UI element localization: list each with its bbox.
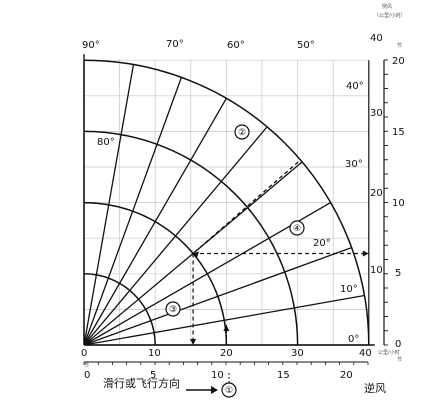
speed-arcs <box>83 59 370 346</box>
right-tick-40: 40 <box>370 33 383 44</box>
angle-label-90: 90° <box>82 40 100 51</box>
crosswind-unit: （公里/小时） <box>374 12 406 19</box>
marker-4: ④ <box>289 220 305 236</box>
marker-3: ③ <box>165 301 181 317</box>
bottom-knot-tick-0: 0 <box>84 370 90 381</box>
example-headwind-arrow <box>190 339 197 345</box>
svg-text:③: ③ <box>169 305 177 315</box>
bottom-tick-0: 0 <box>81 348 87 359</box>
bottom-tick-40: 40 <box>359 348 372 359</box>
headwind-unit: 公里/小时 <box>378 349 400 356</box>
angle-ray-50 <box>83 126 268 346</box>
speed-arc-40 <box>83 59 370 346</box>
bottom-knot-tick-15: 15 <box>277 370 290 381</box>
svg-text:④: ④ <box>293 224 301 234</box>
headwind-label: 逆风 <box>364 381 386 395</box>
svg-text:②: ② <box>238 128 246 138</box>
right-top-knot-label: 节 <box>397 43 402 49</box>
marker-2: ② <box>234 124 250 140</box>
angle-label-50: 50° <box>297 40 315 51</box>
marker-1: ① <box>221 382 237 398</box>
example-ray-path <box>192 161 299 254</box>
right-knot-tick-15: 15 <box>392 127 405 138</box>
bottom-knot-tick-5: 5 <box>150 370 156 381</box>
angle-label-40: 40° <box>346 81 364 92</box>
direction-label: 滑行或飞行方向 <box>103 376 180 390</box>
example-point-arrow <box>193 251 200 258</box>
angle-label-0: 0° <box>348 334 359 345</box>
angle-ray-80 <box>83 64 135 346</box>
angle-label-30: 30° <box>345 159 363 170</box>
right-knot-tick-5: 5 <box>395 268 401 279</box>
bottom-tick-30: 30 <box>291 348 304 359</box>
example-crosswind-arrow <box>362 250 369 257</box>
angle-label-70: 70° <box>166 39 184 50</box>
bottom-knot-tick-10: 10 <box>211 370 224 381</box>
angle-label-80: 80° <box>97 137 115 148</box>
right-tick-20: 20 <box>370 188 383 199</box>
bottom-tick-20: 20 <box>220 348 233 359</box>
angle-ray-70 <box>83 77 183 346</box>
angle-label-10: 10° <box>340 284 358 295</box>
bottom-tick-10: 10 <box>148 348 161 359</box>
right-knot-tick-0: 0 <box>395 339 401 350</box>
angle-ray-60 <box>83 98 227 346</box>
example-construction <box>186 161 369 394</box>
svg-text:①: ① <box>225 386 233 396</box>
crosswind-label: 侧风 <box>382 3 392 10</box>
right-knot-tick-20: 20 <box>392 56 405 67</box>
bottom-left-knot-label: 节 <box>84 363 89 369</box>
speed-arc-30 <box>83 130 299 346</box>
right-bottom-knot-label: 节 <box>397 357 402 363</box>
speed-arc-10 <box>83 273 156 346</box>
right-tick-10: 10 <box>370 265 383 276</box>
right-knot-tick-10: 10 <box>392 198 405 209</box>
direction-arrow-head <box>211 386 218 394</box>
bottom-knot-tick-20: 20 <box>340 370 353 381</box>
chart-axes <box>83 54 388 365</box>
right-tick-30: 30 <box>370 108 383 119</box>
angle-label-20: 20° <box>313 238 331 249</box>
example-arc-path <box>192 253 227 346</box>
angle-label-60: 60° <box>227 40 245 51</box>
